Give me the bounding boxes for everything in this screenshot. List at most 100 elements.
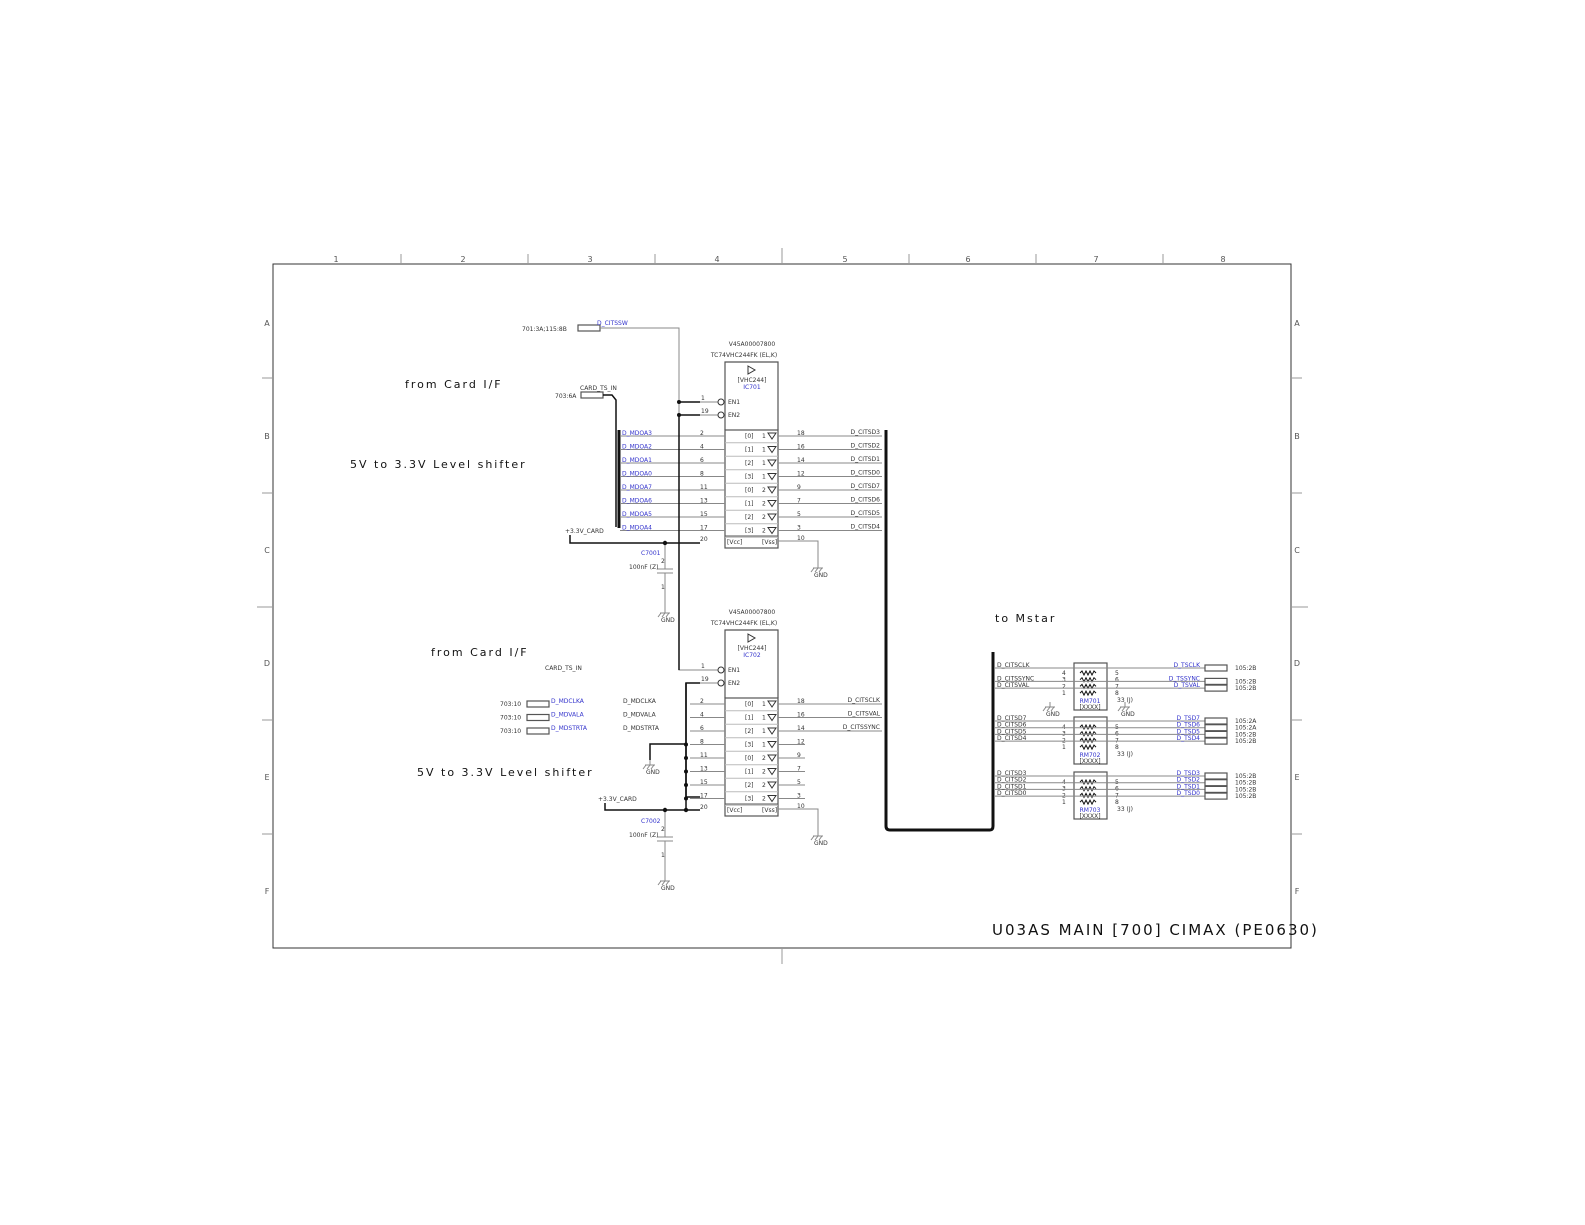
input-net: D_CITSD1	[997, 783, 1027, 790]
ground-icon	[1117, 702, 1130, 712]
gate-index: [1]	[745, 715, 754, 722]
ground-label: GND	[1046, 711, 1060, 718]
port-ref: 105:2B	[1235, 780, 1256, 787]
ground-label: GND	[814, 840, 828, 847]
gate-index: [1]	[745, 501, 754, 508]
note-from-card-2: from Card I/F	[431, 646, 529, 659]
input-net: D_MDOA2	[622, 444, 652, 451]
column-label: 4	[714, 255, 719, 264]
resistor-icon	[1079, 730, 1097, 737]
pin-number: 5	[1115, 670, 1119, 677]
pin-number: 7	[797, 498, 801, 505]
output-net: D_CITSD6	[851, 497, 881, 504]
buffer-triangle-icon	[767, 727, 777, 735]
ground-label: GND	[661, 885, 675, 892]
ground-icon	[1042, 702, 1055, 712]
rnet-type: [XXXX]	[1079, 813, 1100, 820]
port-box-card-ts-in	[580, 391, 604, 399]
resistor-icon	[1079, 737, 1097, 744]
row-label-left: B	[264, 432, 270, 441]
output-net: D_CITSD1	[851, 456, 881, 463]
pin-number: 18	[797, 698, 805, 705]
gate-index: [0]	[745, 433, 754, 440]
pin-number: 10	[797, 535, 805, 542]
gate-group: 2	[762, 782, 766, 789]
pin-number: 12	[797, 471, 805, 478]
enable-label: EN2	[728, 680, 740, 687]
rnet-type: [XXXX]	[1079, 704, 1100, 711]
pin-number: 16	[797, 712, 805, 719]
port-net-card-ts-in: CARD_TS_IN	[580, 385, 617, 392]
vcc-label: [Vcc]	[727, 807, 742, 814]
sheet-title: U03AS MAIN [700] CIMAX (PE0630)	[992, 921, 1319, 939]
output-net: D_TSD4	[1176, 735, 1200, 742]
inverter-bubble-icon	[717, 411, 725, 419]
pin-number: 1	[1062, 799, 1066, 806]
input-net: D_MDOA7	[622, 484, 652, 491]
ground-icon	[657, 608, 670, 618]
row-label-left: A	[264, 319, 270, 328]
input-net: D_MDOA0	[622, 471, 652, 478]
ic-type: [VHC244]	[738, 377, 767, 384]
output-net: D_TSSYNC	[1169, 675, 1200, 682]
row-label-right: A	[1294, 319, 1300, 328]
gate-group: 1	[762, 701, 766, 708]
gate-group: 1	[762, 715, 766, 722]
port-box	[1204, 717, 1228, 725]
rnet-type: [XXXX]	[1079, 758, 1100, 765]
input-net: D_CITSVAL	[997, 682, 1030, 689]
buffer-triangle-icon	[767, 446, 777, 454]
input-net: D_CITSD2	[997, 777, 1027, 784]
pin-number: 20	[700, 536, 708, 543]
buffer-triangle-icon	[767, 459, 777, 467]
capacitor-ref: C7002	[641, 818, 661, 825]
row-label-left: D	[264, 659, 270, 668]
buffer-triangle-icon	[767, 473, 777, 481]
port-ref: 105:2B	[1235, 773, 1256, 780]
pin-number: 10	[797, 803, 805, 810]
gate-group: 2	[762, 514, 766, 521]
pin-number: 14	[797, 725, 805, 732]
rnet-value: 33 (J)	[1117, 697, 1133, 704]
enable-label: EN2	[728, 412, 740, 419]
capacitor-value: 100nF (Z)	[629, 832, 658, 839]
port-box	[1204, 772, 1228, 780]
pin-number: 7	[1115, 683, 1119, 690]
port-ref: 105:2A	[1235, 718, 1257, 725]
input-net: D_MDCLKA	[551, 698, 585, 705]
pin-number: 3	[797, 793, 801, 800]
net-card-ts-in-2: CARD_TS_IN	[545, 665, 582, 672]
gate-group: 1	[762, 460, 766, 467]
port-ref: 105:2A	[1235, 725, 1257, 732]
column-label: 8	[1220, 255, 1225, 264]
column-label: 1	[333, 255, 338, 264]
buffer-icon	[747, 365, 757, 375]
port-box	[526, 713, 550, 722]
buffer-triangle-icon	[767, 795, 777, 803]
pin-number: 17	[700, 793, 708, 800]
output-net: D_CITSD4	[851, 524, 881, 531]
buffer-triangle-icon	[767, 700, 777, 708]
pin-number: 1	[701, 663, 705, 670]
gate-index: [2]	[745, 460, 754, 467]
buffer-icon	[747, 633, 757, 643]
ic-ref: IC702	[743, 652, 761, 659]
input-net: D_MDSTRTA	[551, 725, 588, 732]
ground-label: GND	[661, 617, 675, 624]
row-label-left: F	[265, 887, 270, 896]
gate-group: 1	[762, 474, 766, 481]
pin-number: 8	[1115, 690, 1119, 697]
port-ref: 105:2B	[1235, 665, 1256, 672]
pin-number: 1	[1062, 744, 1066, 751]
input-net: D_MDOA6	[622, 498, 652, 505]
note-from-card-1: from Card I/F	[405, 378, 503, 391]
row-label-right: D	[1294, 659, 1300, 668]
buffer-triangle-icon	[767, 714, 777, 722]
gate-index: [1]	[745, 447, 754, 454]
buffer-triangle-icon	[767, 513, 777, 521]
pin-number: 11	[700, 484, 708, 491]
pin-number: 1	[701, 395, 705, 402]
inverter-bubble-icon	[717, 398, 725, 406]
